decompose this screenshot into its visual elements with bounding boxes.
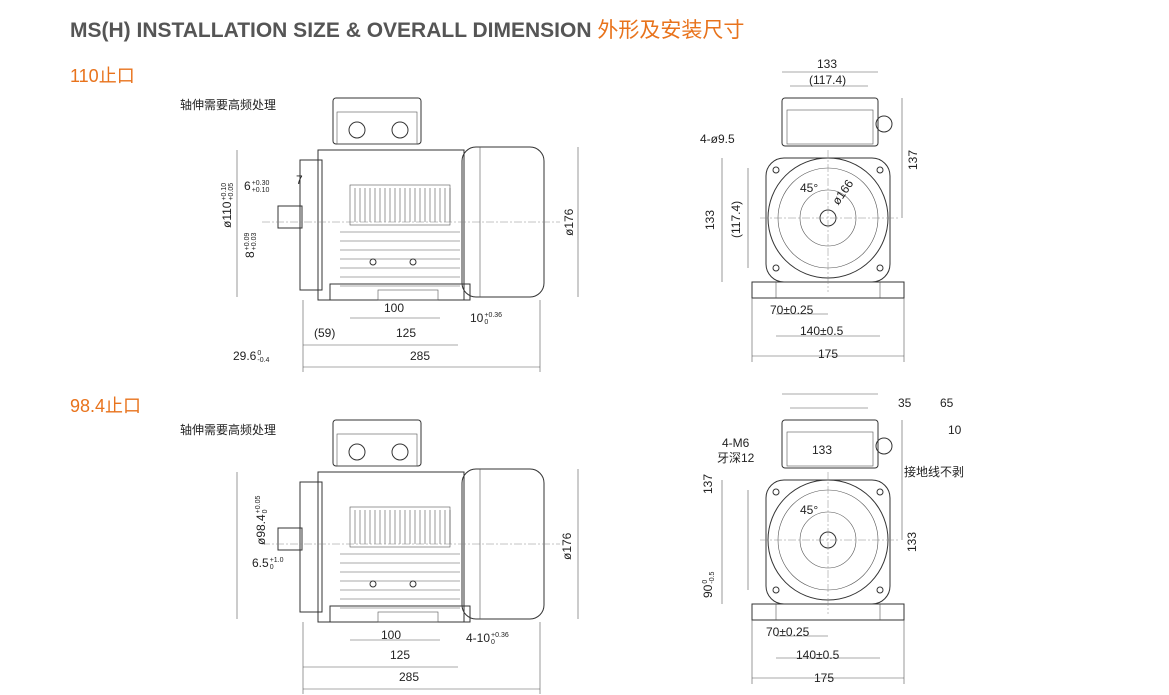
- base-holes: 140±0.5: [800, 324, 844, 338]
- foot-span: 125: [390, 648, 411, 662]
- overall-length: 285: [399, 670, 420, 684]
- foot-c: 100: [381, 628, 402, 642]
- cable-a: 35: [898, 396, 912, 410]
- thread-depth: 牙深12: [717, 451, 755, 465]
- ground-note: 接地线不剥: [904, 465, 965, 479]
- top-width: 133: [812, 443, 833, 457]
- base-holes: 140±0.5: [796, 648, 840, 662]
- foot-span: 125: [396, 326, 417, 340]
- height-top: 137: [701, 473, 715, 494]
- body-diameter: ø176: [560, 532, 574, 560]
- square: 133: [703, 209, 717, 230]
- spigot-diameter: ø110+0.10+0.05: [220, 182, 235, 228]
- half-base: 70±0.25: [766, 625, 810, 639]
- drawing-block-98: [236, 393, 905, 694]
- square: 133: [905, 531, 919, 552]
- height-top: 137: [906, 149, 920, 170]
- shaft-gap: (59): [314, 326, 336, 340]
- section-label-98: 98.4止口: [70, 396, 142, 416]
- flange-thickness: 7: [296, 173, 303, 187]
- foot-c: 100: [384, 301, 405, 315]
- mount-holes: 4-M6: [722, 436, 750, 450]
- key-width: 8+0.09+0.03: [243, 232, 258, 258]
- drawing-block-110: [236, 71, 905, 372]
- body-diameter: ø176: [562, 208, 576, 236]
- angle: 45°: [800, 503, 819, 517]
- page-title: MS(H) INSTALLATION SIZE & OVERALL DIMENS…: [70, 19, 745, 42]
- half-base: 70±0.25: [770, 303, 814, 317]
- top-width-ref: (117.4): [809, 73, 847, 87]
- strip-length: 10: [948, 423, 962, 437]
- cable-b: 65: [940, 396, 954, 410]
- base-width: 175: [814, 671, 835, 685]
- overall-length: 285: [410, 349, 431, 363]
- shaft-note: 轴伸需要高频处理: [180, 98, 277, 112]
- mount-holes: 4-ø9.5: [700, 132, 735, 146]
- angle: 45°: [800, 181, 819, 195]
- shaft-note: 轴伸需要高频处理: [180, 423, 277, 437]
- top-width: 133: [817, 57, 838, 71]
- base-width: 175: [818, 347, 839, 361]
- spigot-depth: 6+0.30+0.10: [244, 179, 270, 194]
- square-ref: (117.4): [729, 200, 743, 238]
- section-label-110: 110止口: [70, 66, 135, 86]
